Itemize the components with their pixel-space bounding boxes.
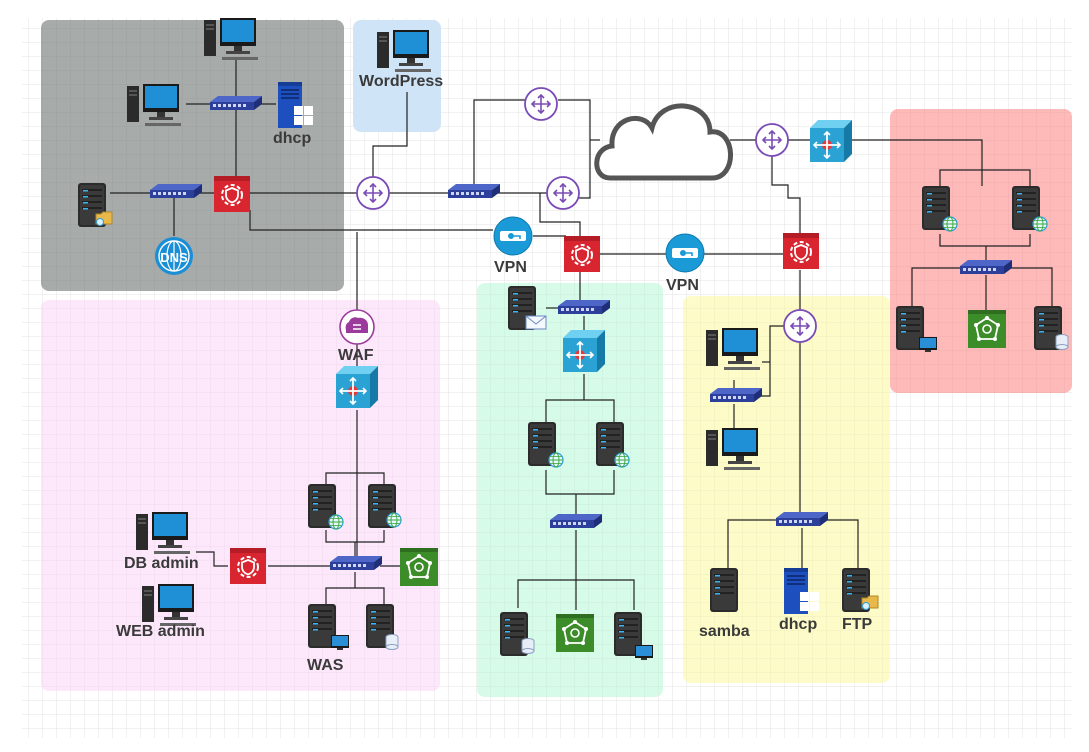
waf-label: WAF bbox=[338, 347, 374, 364]
gateway-pink bbox=[399, 547, 439, 587]
switch-yellow-top bbox=[710, 388, 762, 402]
l3switch-right bbox=[809, 119, 853, 163]
router-main bbox=[356, 176, 390, 210]
links bbox=[110, 60, 1053, 610]
dns-label: DNS bbox=[160, 250, 188, 265]
web-admin-label: WEB admin bbox=[116, 623, 205, 640]
firewall-yellow bbox=[782, 232, 820, 270]
db-admin-pc bbox=[136, 512, 190, 554]
firewall-green bbox=[563, 235, 601, 273]
dhcp-bottom-label: dhcp bbox=[779, 616, 818, 633]
switch-green bbox=[550, 514, 602, 528]
switch-yellow bbox=[776, 512, 828, 526]
internet-cloud bbox=[594, 103, 733, 181]
was-label: WAS bbox=[307, 657, 344, 674]
db-admin-label: DB admin bbox=[124, 555, 199, 572]
vpn-gateway-1 bbox=[493, 216, 533, 256]
pc-yellow-top bbox=[706, 328, 760, 370]
ftp-label: FTP bbox=[842, 616, 873, 633]
wordpress-pc bbox=[377, 30, 431, 72]
router-right bbox=[755, 123, 789, 157]
folder-icon bbox=[95, 211, 113, 226]
switch-red bbox=[960, 260, 1012, 274]
switch-core bbox=[448, 184, 500, 198]
gateway-green bbox=[555, 613, 595, 653]
switch-green-top bbox=[558, 300, 610, 314]
wordpress-label: WordPress bbox=[359, 73, 444, 90]
switch-gray bbox=[150, 184, 202, 198]
switch-pink bbox=[330, 556, 382, 570]
l3switch-pink bbox=[335, 365, 379, 409]
router-mid bbox=[546, 176, 580, 210]
router-yellow bbox=[783, 309, 817, 343]
pc-top bbox=[204, 18, 258, 60]
gateway-red bbox=[967, 309, 1007, 349]
pc-yellow-bottom bbox=[706, 428, 760, 470]
pc-left bbox=[127, 84, 181, 126]
router-top bbox=[524, 87, 558, 121]
firewall-gray bbox=[213, 175, 251, 213]
vpn-label-2: VPN bbox=[666, 277, 699, 294]
switch-gray-top bbox=[210, 96, 262, 110]
web-admin-pc bbox=[142, 584, 196, 626]
samba-label: samba bbox=[699, 623, 750, 640]
waf-icon bbox=[339, 309, 375, 345]
samba-server bbox=[710, 568, 738, 612]
dhcp-top-label: dhcp bbox=[273, 130, 312, 147]
vpn-gateway-2 bbox=[665, 233, 705, 273]
firewall-pink bbox=[229, 547, 267, 585]
vpn-label-1: VPN bbox=[494, 259, 527, 276]
l3switch-green bbox=[562, 329, 606, 373]
